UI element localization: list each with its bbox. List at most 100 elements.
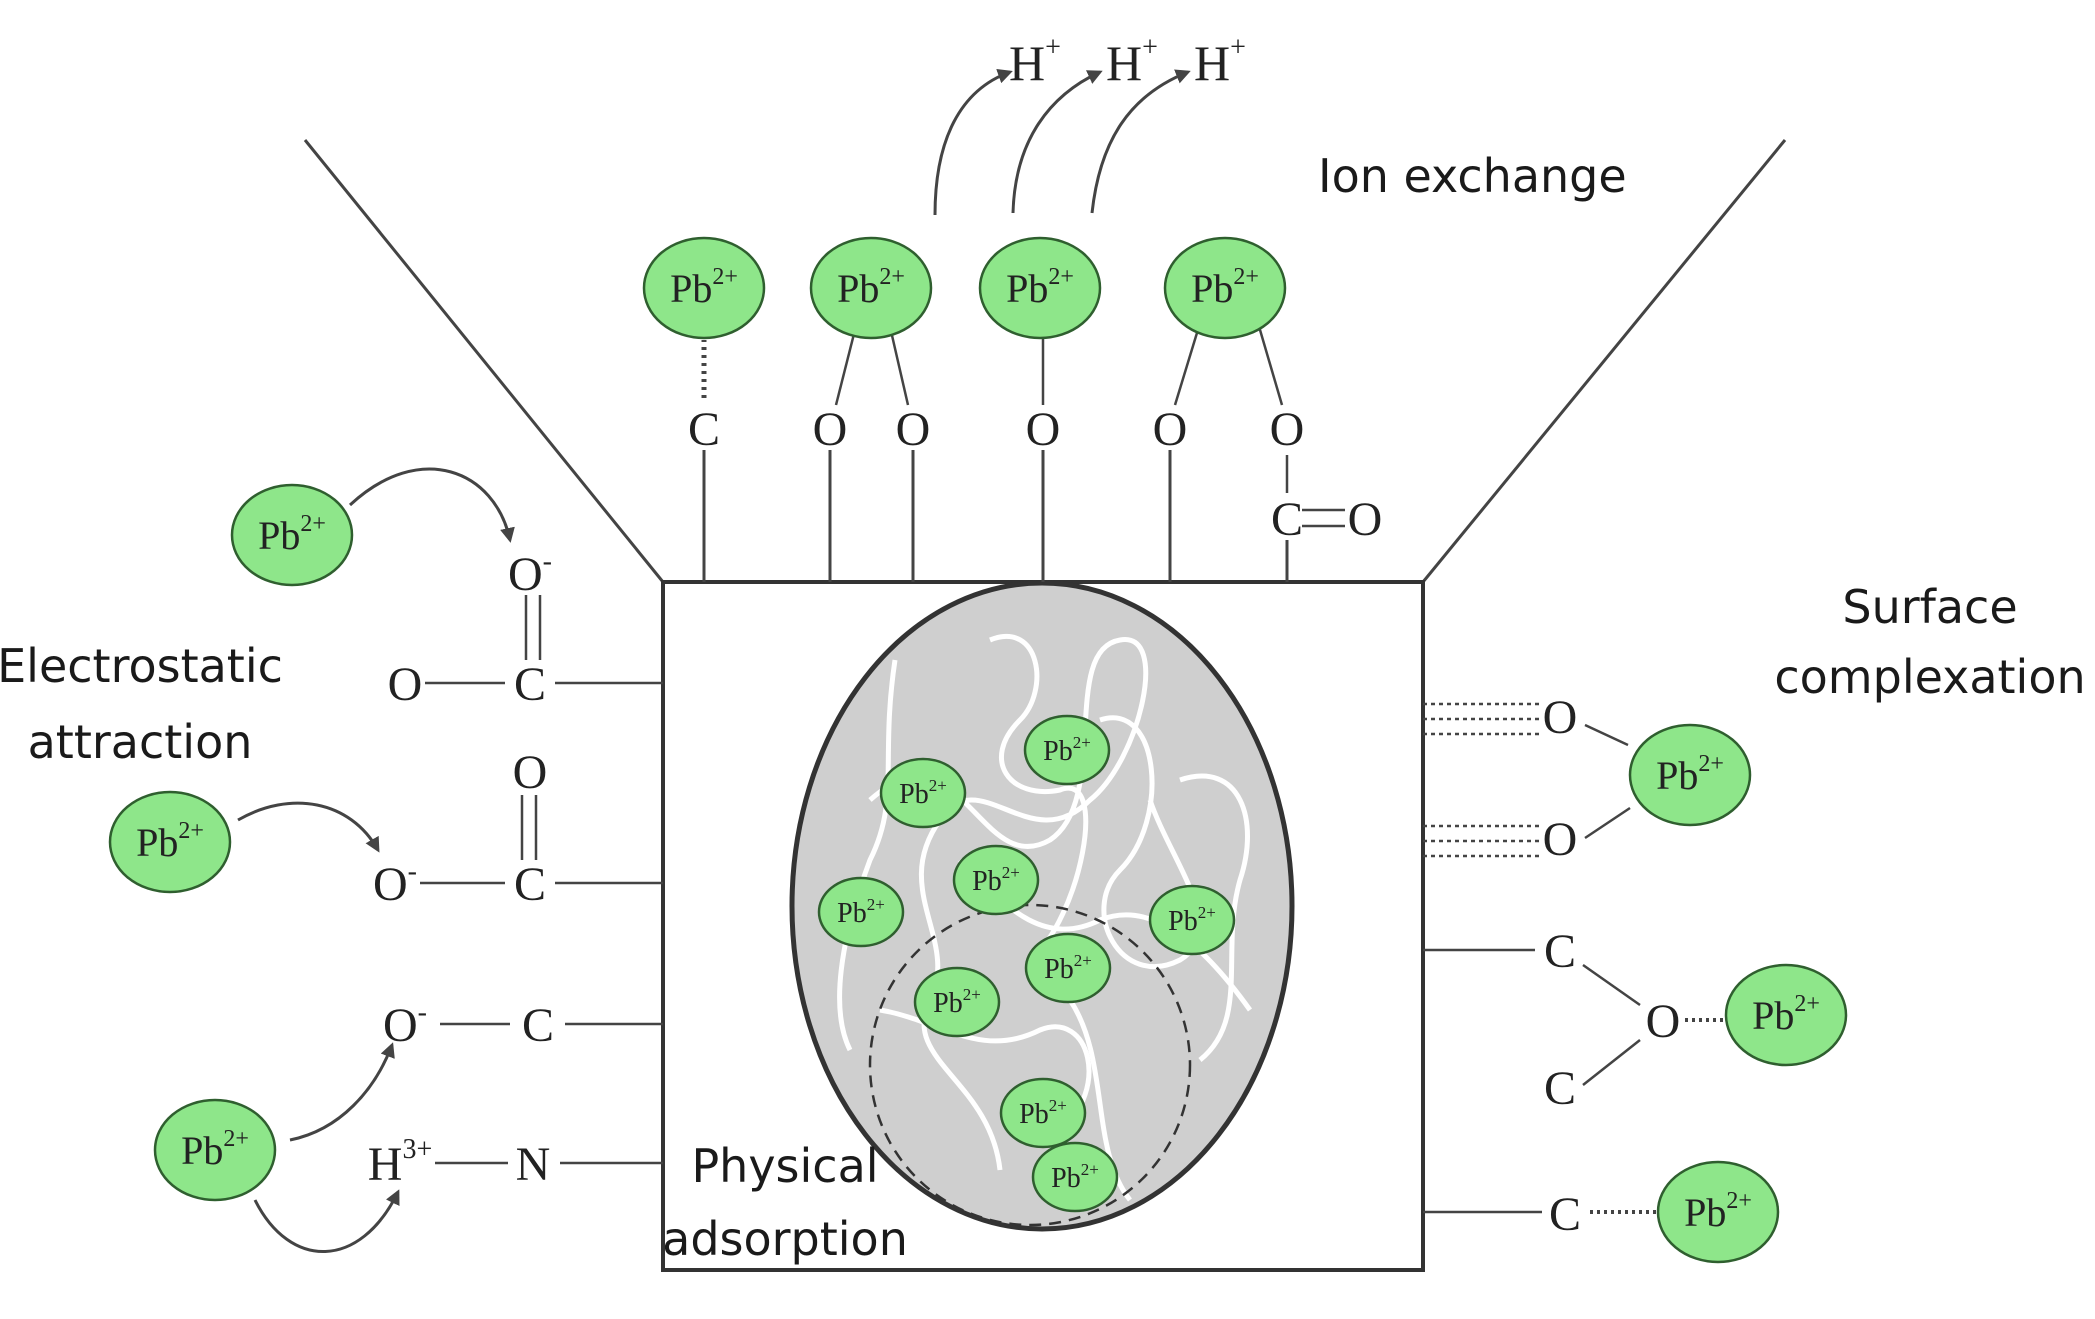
- lead-ion-circle: [999, 1077, 1087, 1149]
- atom-o-top-5: O: [1270, 403, 1305, 456]
- lead-ion-circle: [1024, 932, 1112, 1004]
- electrostatic-arrow-4: [253, 1189, 400, 1253]
- lead-ion-label: Pb2+: [933, 985, 981, 1019]
- atom-o-right-3: O: [1646, 995, 1681, 1048]
- atom-c-left-3: C: [522, 999, 554, 1052]
- atom-o-left-1: O: [388, 658, 423, 711]
- right-bond-c1-o: [1582, 963, 1641, 1007]
- lead-ion-label: Pb2+: [1044, 951, 1092, 985]
- surface-label-line2: complexation: [1774, 650, 2085, 704]
- lead-ion-circle: [1031, 1141, 1119, 1213]
- ion-exchange-label: Ion exchange: [1318, 149, 1627, 203]
- ammonium-h: H3+: [368, 1134, 432, 1191]
- lead-ion-1: Pb2+: [642, 236, 766, 340]
- lead-ion-circle: [817, 876, 905, 948]
- atom-o-top-4: O: [1153, 403, 1188, 456]
- surface-dotted-bonds-1: [1423, 702, 1540, 736]
- physical-label-line1: Physical: [691, 1139, 878, 1193]
- lead-ion-2: Pb2+: [809, 236, 933, 340]
- proton-group: H+ H+ H+: [1009, 32, 1246, 91]
- lead-ion-label: Pb2+: [837, 895, 885, 929]
- lead-ion-7: Pb2+: [153, 1098, 277, 1202]
- lead-ion-label: Pb2+: [1656, 751, 1724, 798]
- right-bond-o2-pb: [1584, 806, 1631, 840]
- atom-o-top-carbonyl: O: [1348, 493, 1383, 546]
- surface-label-line1: Surface: [1842, 580, 2017, 634]
- lead-ion-label: Pb2+: [670, 264, 738, 311]
- lead-ion-17: Pb2+: [913, 966, 1001, 1038]
- lead-ion-3: Pb2+: [978, 236, 1102, 340]
- atom-c-top: C: [688, 403, 720, 456]
- proton-arrow-1: [933, 69, 1013, 216]
- lead-ion-circle: [952, 844, 1040, 916]
- lead-ion-label: Pb2+: [1019, 1096, 1067, 1130]
- atom-o-top-3: O: [1026, 403, 1061, 456]
- proton-arrow-2: [1011, 70, 1103, 214]
- right-bond-o1-pb: [1584, 723, 1629, 747]
- atom-o-top-1: O: [813, 403, 848, 456]
- lead-ion-label: Pb2+: [837, 264, 905, 311]
- surface-dotted-bonds-2: [1423, 824, 1540, 858]
- atom-o-top-2: O: [896, 403, 931, 456]
- lead-ion-circle: [108, 790, 232, 894]
- physical-label-line2: adsorption: [662, 1212, 908, 1266]
- atom-c-right-3: C: [1549, 1188, 1581, 1241]
- atom-c-top-5: C: [1271, 493, 1303, 546]
- lead-ion-label: Pb2+: [1752, 991, 1820, 1038]
- electrostatic-arrow-3: [289, 1042, 395, 1142]
- top-bond-o4-pb: [1173, 322, 1202, 406]
- lead-ion-13: Pb2+: [952, 844, 1040, 916]
- atom-n-left: N: [516, 1138, 551, 1191]
- funnel-right-line: [1421, 139, 1787, 583]
- lead-ion-4: Pb2+: [1163, 236, 1287, 340]
- lead-ion-label: Pb2+: [1051, 1160, 1099, 1194]
- lead-ion-14: Pb2+: [817, 876, 905, 948]
- lead-ion-circle: [230, 483, 354, 587]
- proton-2: H+: [1106, 32, 1158, 91]
- atom-o-left-2: O: [513, 746, 548, 799]
- lead-ion-circle: [913, 966, 1001, 1038]
- lead-ion-label: Pb2+: [972, 863, 1020, 897]
- atom-o-minus-2: O-: [373, 856, 417, 911]
- atom-c-left-1: C: [514, 658, 546, 711]
- lead-ion-19: Pb2+: [1031, 1141, 1119, 1213]
- lead-ion-circle: [1724, 963, 1848, 1067]
- lead-ion-label: Pb2+: [258, 511, 326, 558]
- lead-ion-circle: [642, 236, 766, 340]
- lead-ion-label: Pb2+: [181, 1126, 249, 1173]
- lead-ion-6: Pb2+: [108, 790, 232, 894]
- electrostatic-label-line1: Electrostatic: [0, 639, 283, 693]
- dashed-pore-boundary: [868, 903, 1192, 1227]
- right-bond-c2-o: [1582, 1039, 1641, 1086]
- electrostatic-label-line2: attraction: [28, 715, 253, 769]
- lead-ion-16: Pb2+: [1024, 932, 1112, 1004]
- lead-ion-15: Pb2+: [1148, 884, 1236, 956]
- lead-ion-5: Pb2+: [230, 483, 354, 587]
- lead-ion-label: Pb2+: [1684, 1188, 1752, 1235]
- lead-ion-circle: [809, 236, 933, 340]
- lead-ion-9: Pb2+: [1724, 963, 1848, 1067]
- lead-ion-group: Pb2+ Pb2+ Pb2+ Pb2+ Pb2+ Pb2+ Pb2+ Pb2+ Pb2+ Pb2+…: [108, 236, 1848, 1264]
- lead-ion-circle: [1656, 1160, 1780, 1264]
- atom-o-minus-1: O-: [508, 546, 552, 601]
- lead-ion-circle: [1148, 884, 1236, 956]
- proton-1: H+: [1009, 32, 1061, 91]
- lead-ion-11: Pb2+: [1023, 714, 1111, 786]
- lead-ion-10: Pb2+: [1656, 1160, 1780, 1264]
- atom-o-minus-3: O-: [383, 997, 427, 1052]
- atom-o-right-2: O: [1543, 813, 1578, 866]
- atom-c-right-2: C: [1544, 1062, 1576, 1115]
- electrostatic-arrow-2: [237, 801, 380, 853]
- lead-ion-label: Pb2+: [899, 776, 947, 810]
- lead-ion-circle: [1628, 723, 1752, 827]
- lead-ion-8: Pb2+: [1628, 723, 1752, 827]
- lead-ion-circle: [978, 236, 1102, 340]
- atom-c-right-1: C: [1544, 925, 1576, 978]
- lead-ion-circle: [879, 757, 967, 829]
- lead-ion-12: Pb2+: [879, 757, 967, 829]
- electrostatic-arrow-1: [348, 467, 515, 543]
- top-bond-o5-pb: [1256, 322, 1284, 406]
- lead-ion-label: Pb2+: [1006, 264, 1074, 311]
